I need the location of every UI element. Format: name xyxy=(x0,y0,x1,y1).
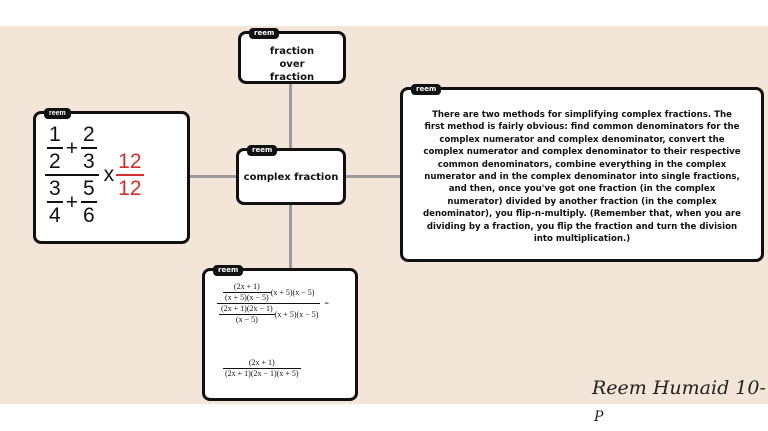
frac-bar xyxy=(219,314,275,315)
author-signature: Reem Humaid 10- xyxy=(592,377,766,399)
plus-sign: + xyxy=(65,136,78,160)
term-bar xyxy=(80,147,97,149)
central-node-label: complex fraction xyxy=(243,172,339,183)
eq1-top-factor: (x + 5)(x − 5) xyxy=(270,287,315,297)
multiplier-fraction: 12 12 xyxy=(116,150,144,200)
node-tag: reem xyxy=(44,108,71,119)
eq1-denominator: (2x + 1)(2x − 1) (x − 5) (x + 5)(x − 5) xyxy=(217,305,320,324)
frac-num: (2x + 1) xyxy=(233,282,260,291)
node-tag: reem xyxy=(411,84,442,95)
term-den: 6 xyxy=(82,204,95,227)
eq2-fraction: (2x + 1) (2x + 1)(2x − 1)(x + 5) xyxy=(223,359,301,378)
top-node[interactable]: reem fraction over fraction xyxy=(238,28,346,84)
equals-sign: = xyxy=(324,299,329,308)
eq1-outer-bar xyxy=(217,303,321,304)
plus-sign: + xyxy=(65,190,78,214)
node-tag: reem xyxy=(213,265,244,276)
bottom-node[interactable]: reem (2x + 1) (x + 5)(x − 5) (x + 5)(x − … xyxy=(202,265,358,401)
term-den: 3 xyxy=(82,150,95,173)
node-tag: reem xyxy=(249,28,280,39)
term-num: 3 xyxy=(49,177,61,200)
term-num: 1 xyxy=(49,123,61,146)
author-signature-continuation: P xyxy=(594,409,604,425)
right-node-text: There are two methods for simplifying co… xyxy=(422,110,741,245)
node-tag: reem xyxy=(247,145,278,156)
frac-num: (2x + 1)(2x − 1) xyxy=(221,304,273,313)
term-num: 5 xyxy=(82,177,95,200)
equation-2: (2x + 1) (2x + 1)(2x − 1)(x + 5) xyxy=(223,359,301,378)
term-den: 4 xyxy=(49,204,61,227)
multiplier-bar xyxy=(116,174,144,176)
outer-bar xyxy=(45,174,99,176)
eq1-top-fraction: (2x + 1) (x + 5)(x − 5) xyxy=(223,283,271,302)
term-num: 2 xyxy=(82,123,95,146)
frac-den: (x − 5) xyxy=(235,315,258,324)
term-den: 2 xyxy=(49,150,61,173)
eq1-bottom-factor: (x + 5)(x − 5) xyxy=(274,309,319,319)
term-bar xyxy=(80,201,97,203)
right-node[interactable]: reem There are two methods for simplifyi… xyxy=(400,84,764,262)
eq1-bottom-fraction: (2x + 1)(2x − 1) (x − 5) xyxy=(219,305,275,324)
central-node[interactable]: reem complex fraction xyxy=(236,145,346,205)
term-bar xyxy=(47,147,63,149)
eq1-outer-fraction: (2x + 1) (x + 5)(x − 5) (x + 5)(x − 5) (2… xyxy=(217,283,321,324)
term-bar xyxy=(47,201,63,203)
eq1-numerator: (2x + 1) (x + 5)(x − 5) (x + 5)(x − 5) xyxy=(221,283,316,302)
top-node-label: fraction over fraction xyxy=(269,46,315,83)
frac-bar xyxy=(223,368,301,369)
multiplier-den: 12 xyxy=(118,177,142,200)
frac-bar xyxy=(223,292,271,293)
frac-num: (2x + 1) xyxy=(248,358,275,367)
equation-1: (2x + 1) (x + 5)(x − 5) (x + 5)(x − 5) (2… xyxy=(217,283,329,324)
multiplier-num: 12 xyxy=(118,150,142,173)
frac-den: (2x + 1)(2x − 1)(x + 5) xyxy=(225,369,299,378)
times-sign: x xyxy=(103,163,115,186)
frac-den: (x + 5)(x − 5) xyxy=(225,293,269,302)
